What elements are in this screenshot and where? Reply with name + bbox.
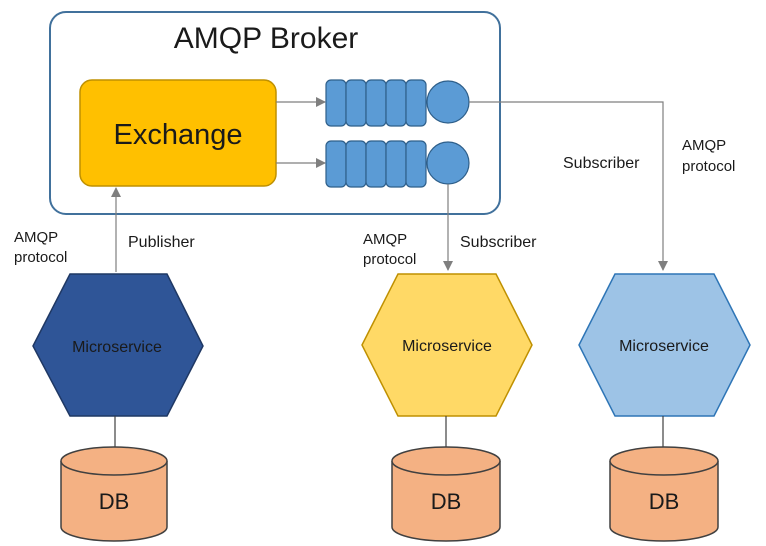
publisher-protocol-line1: AMQP xyxy=(14,229,58,246)
subscriber-1-protocol-line2: protocol xyxy=(363,251,416,268)
microservice-3-label: Microservice xyxy=(619,338,709,355)
subscriber-2-arrow xyxy=(469,101,668,271)
database-3-label: DB xyxy=(649,489,680,514)
subscriber-2-protocol-line2: protocol xyxy=(682,158,735,175)
microservice-3-hexagon xyxy=(578,273,751,417)
publisher-protocol-line2: protocol xyxy=(14,249,67,266)
database-3-cylinder xyxy=(609,446,719,542)
subscriber-1-label: Subscriber xyxy=(460,234,537,251)
publisher-label: Publisher xyxy=(128,234,195,251)
database-1-label: DB xyxy=(99,489,130,514)
exchange-box xyxy=(79,79,277,187)
microservice-2-label: Microservice xyxy=(402,338,492,355)
subscriber-2-label: Subscriber xyxy=(563,155,640,172)
database-2-cylinder xyxy=(391,446,501,542)
subscriber-1-protocol-line1: AMQP xyxy=(363,231,407,248)
microservice-1-label: Microservice xyxy=(72,339,162,356)
microservice-2-hexagon xyxy=(361,273,533,417)
database-2-label: DB xyxy=(431,489,462,514)
subscriber-2-protocol-line1: AMQP xyxy=(682,137,726,154)
exchange-label: Exchange xyxy=(114,119,243,151)
queue-2 xyxy=(325,140,470,188)
microservice-1-hexagon xyxy=(32,273,204,417)
broker-title: AMQP Broker xyxy=(174,22,359,55)
queue-1 xyxy=(325,79,470,127)
database-1-cylinder xyxy=(60,446,168,542)
